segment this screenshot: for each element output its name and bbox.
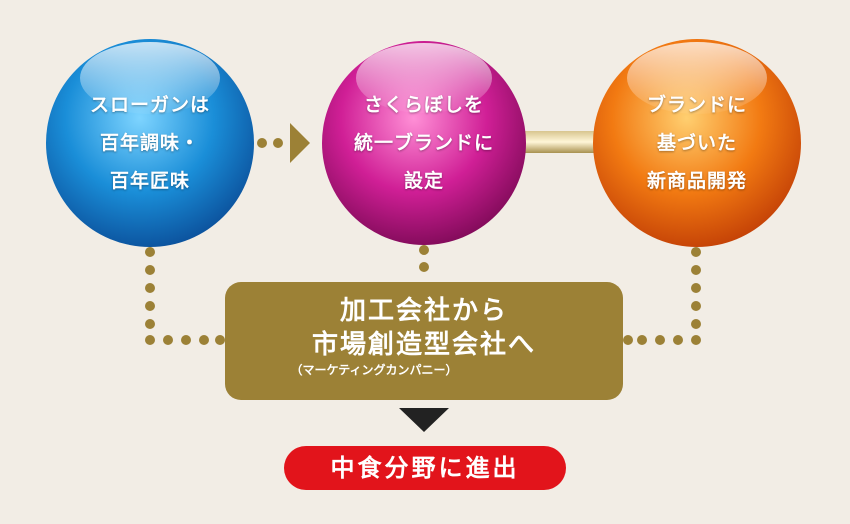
node-brand-line-3: 設定 xyxy=(403,170,444,192)
dotted-connector-left xyxy=(145,247,225,345)
node-brand-line-1: さくらぼしを xyxy=(363,94,484,116)
node-slogan-line-3: 百年匠味 xyxy=(109,170,190,192)
node-product-line-1: ブランドに xyxy=(646,94,747,116)
center-box-label: 加工会社から 市場創造型会社へ （マーケティングカンパニー） xyxy=(228,294,620,378)
node-slogan-label: スローガンは 百年調味・ 百年匠味 xyxy=(70,86,230,200)
solid-connector-2-to-3 xyxy=(520,131,600,153)
dotted-arrow-1-to-2 xyxy=(257,123,310,163)
center-box-line-2: 市場創造型会社へ xyxy=(311,330,536,360)
dotted-connector-middle xyxy=(419,245,429,272)
dotted-connector-right xyxy=(623,247,701,345)
node-brand-ball xyxy=(322,41,526,245)
node-brand-label: さくらぼしを 統一ブランドに 設定 xyxy=(340,86,508,200)
node-product-line-2: 基づいた xyxy=(656,132,737,154)
center-box xyxy=(225,282,623,400)
node-slogan-line-2: 百年調味・ xyxy=(99,132,200,154)
down-arrow-icon xyxy=(399,408,449,432)
node-product-label: ブランドに 基づいた 新商品開発 xyxy=(617,86,777,200)
node-slogan-ball xyxy=(46,39,254,247)
node-product-line-3: 新商品開発 xyxy=(646,170,747,192)
center-box-subtitle: （マーケティングカンパニー） xyxy=(290,363,458,377)
center-box-line-1: 加工会社から xyxy=(339,296,508,326)
node-product-ball xyxy=(593,39,801,247)
result-pill xyxy=(284,446,566,490)
result-label: 中食分野に進出 xyxy=(330,454,520,482)
node-slogan-line-1: スローガンは xyxy=(89,94,210,116)
node-brand-line-2: 統一ブランドに xyxy=(353,132,494,154)
